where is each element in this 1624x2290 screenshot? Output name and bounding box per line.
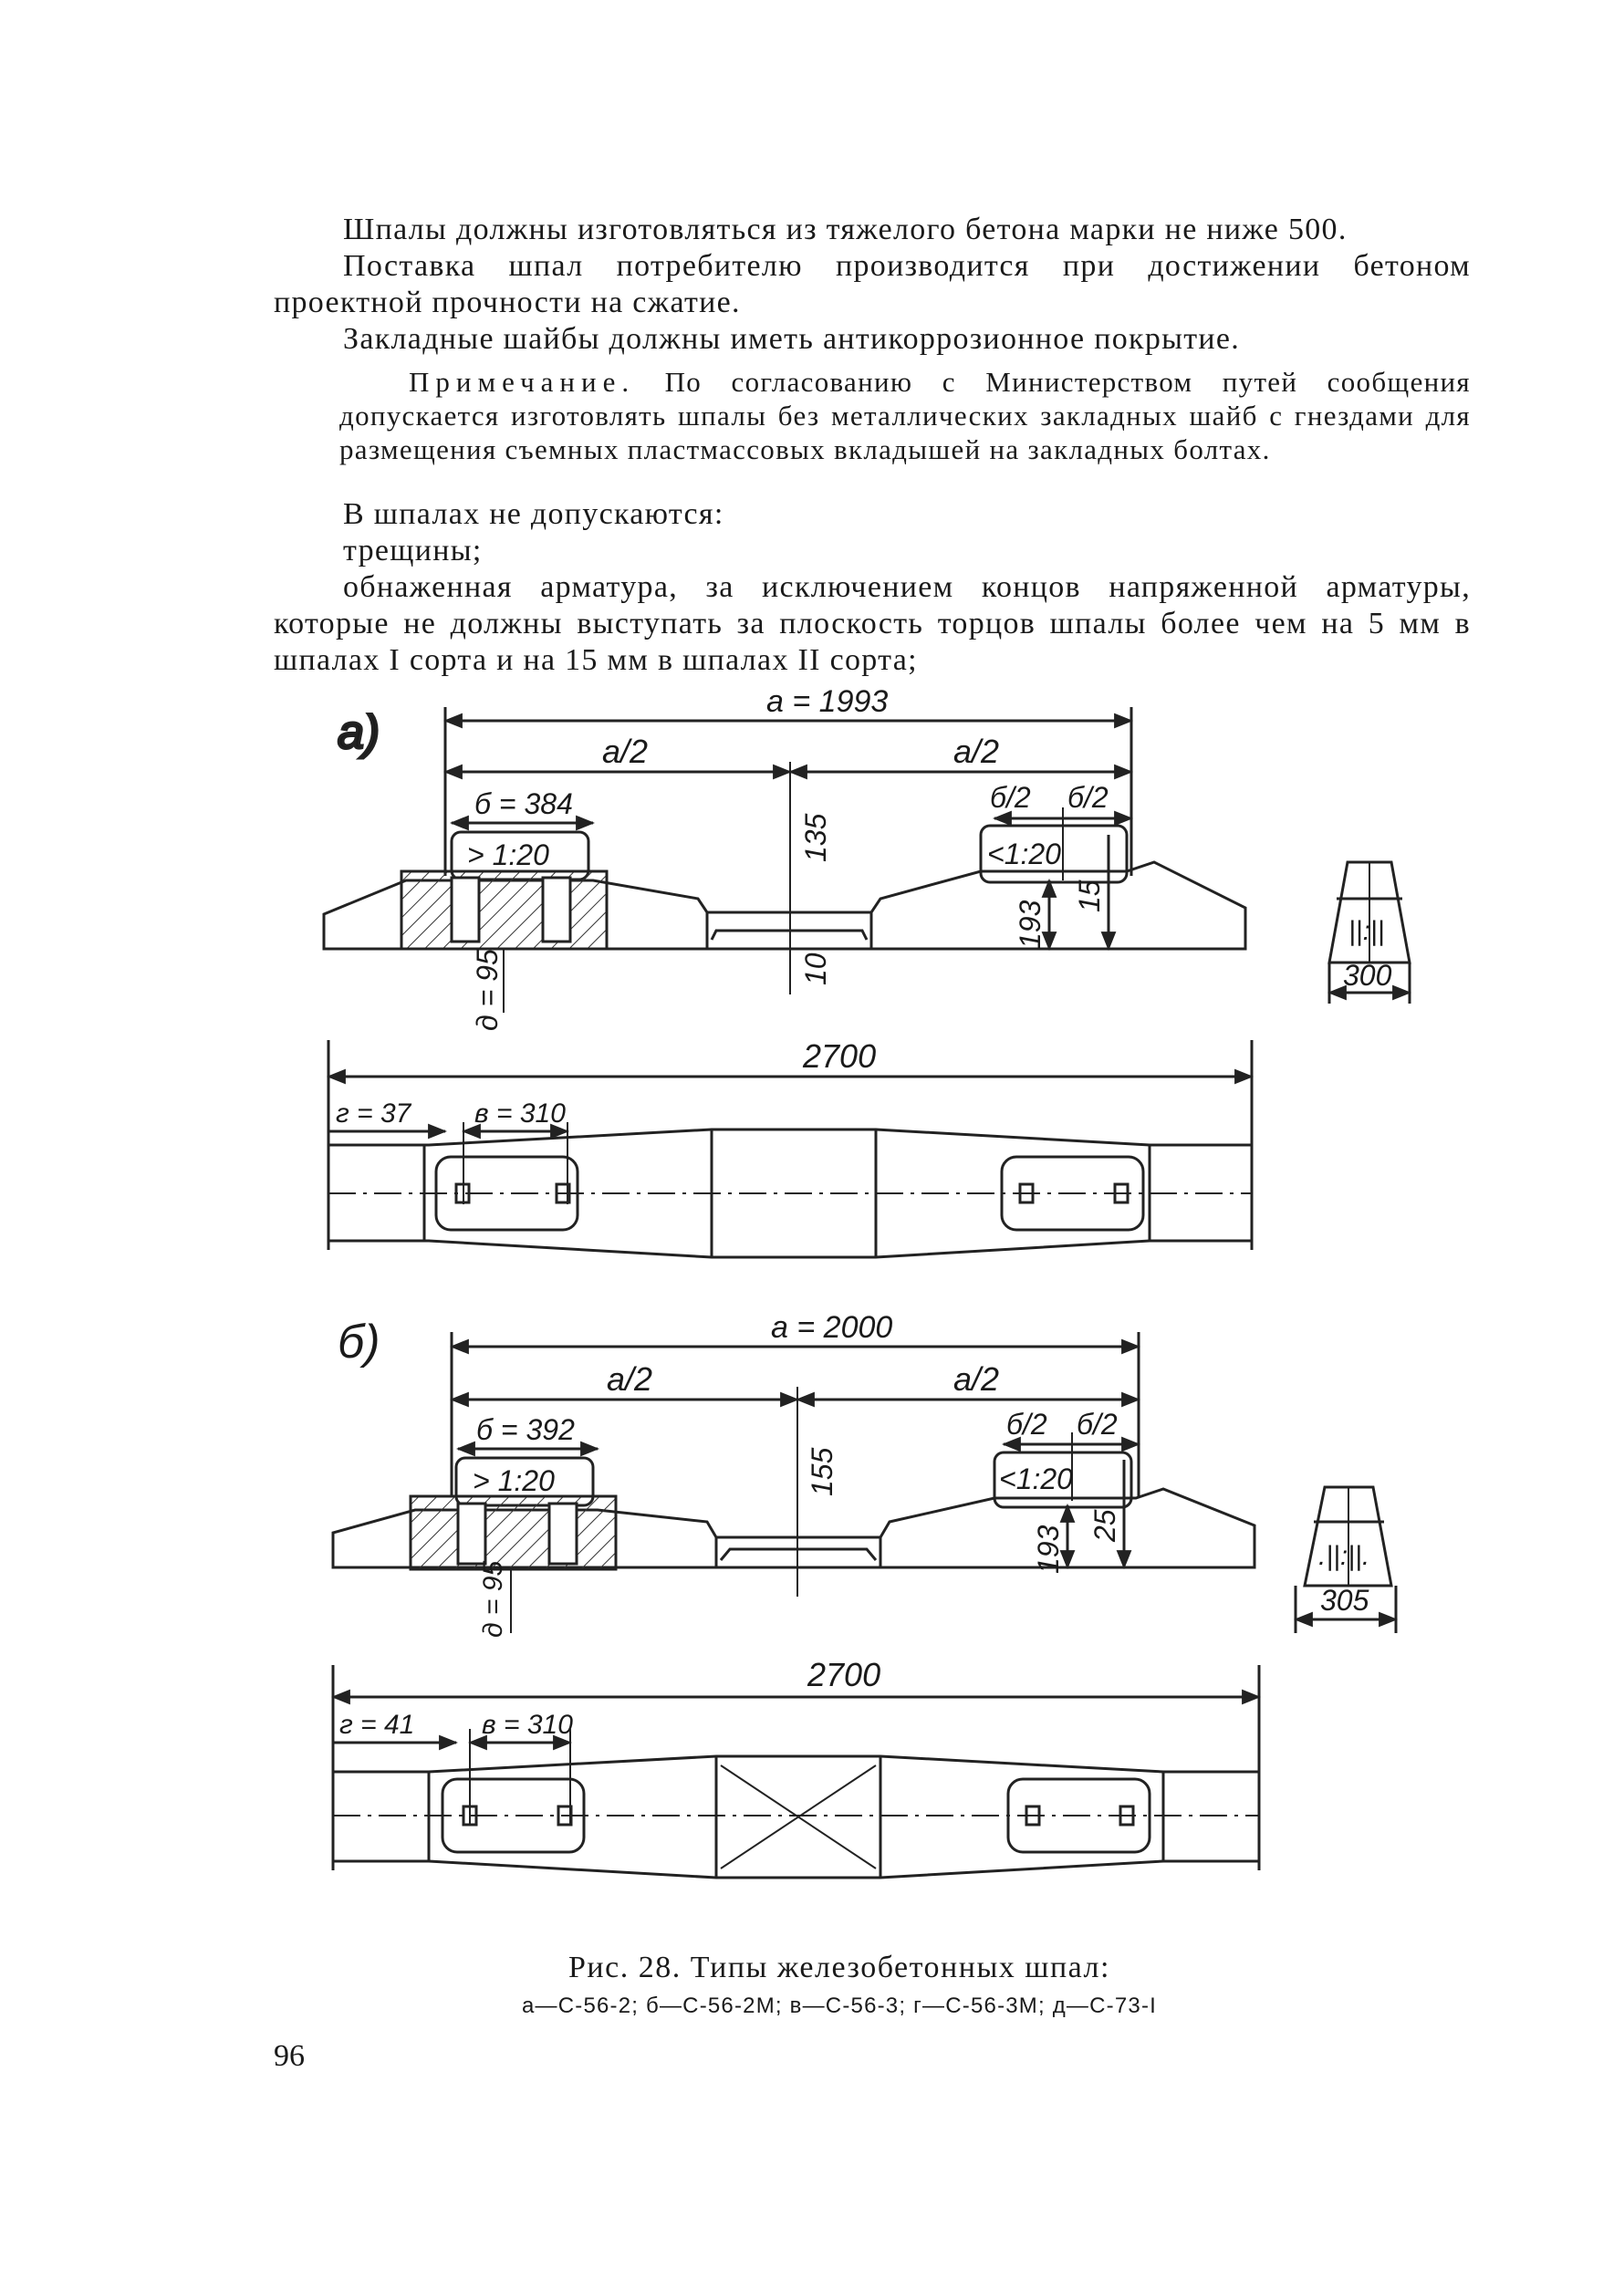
figure-a-h10: 10 [799,952,832,985]
figure-a-dim-v: в = 310 [474,1098,566,1129]
figure-a-cross-section: ||:|| 300 [1327,860,1412,1004]
figure-a-h15: 15 [1073,880,1106,912]
figure-a-d95: д = 95 [471,949,504,1031]
figure-b-width: 305 [1320,1584,1369,1617]
figure-b-slope-right: <1:20 [999,1462,1073,1495]
figure-a-plan-view: 2700 г = 37 в = 310 [326,1037,1254,1259]
figure-b-half-left: а/2 [607,1360,652,1398]
figure-b-half-b-left: б/2 [1006,1408,1047,1441]
note-text: По согласованию с Министерством путей со… [339,366,1471,465]
figure-b-plan-view: 2700 г = 41 в = 310 [330,1656,1262,1879]
figure-caption-title: Рис. 28. Типы железобетонных шпал: [568,1951,1110,1984]
paragraph-concrete-grade: Шпалы должны изготовляться из тяжелого б… [343,213,1348,246]
figure-b-slope-left: > 1:20 [473,1464,555,1497]
figure-b-half-b-right: б/2 [1077,1408,1118,1441]
figure-a-length: 2700 [802,1037,876,1075]
paragraph-cracks: трещины; [343,534,483,567]
figure-a-half-b-left: б/2 [990,781,1031,814]
figure-b-h193: 193 [1032,1525,1065,1574]
figure-a-letter: а) [338,706,380,759]
figure-b-half-right: а/2 [953,1360,999,1398]
note-label: Примечание. [409,366,636,398]
figure-b-dim-a: а = 2000 [771,1310,892,1345]
figure-a-slope-left: > 1:20 [467,838,549,871]
figure-b-length: 2700 [807,1656,880,1693]
svg-text:||:||: ||:|| [1348,916,1385,946]
figure-b-h155: 155 [806,1447,838,1496]
paragraph-washers: Закладные шайбы должны иметь антикоррози… [343,322,1241,356]
figure-a-dim-g: г = 37 [336,1098,412,1129]
figure-a-h135: 135 [799,813,832,862]
figure-b-cross-section: .||:||. 305 [1293,1485,1399,1633]
figure-a-width: 300 [1343,959,1392,992]
figure-a-half-b-right: б/2 [1067,781,1109,814]
figure-a-half-right: а/2 [953,733,999,770]
svg-text:.||:||.: .||:||. [1318,1541,1369,1571]
figure-a-half-left: а/2 [602,733,648,770]
figure-b-d95: д = 95 [478,1561,508,1638]
page-number: 96 [274,2039,305,2073]
figure-a-dim-a: а = 1993 [766,684,888,719]
figure-b-h25: 25 [1088,1509,1121,1543]
paragraph-defects-intro: В шпалах не допускаются: [343,497,724,531]
figure-a-dim-b: б = 384 [474,787,573,820]
paragraph-exposed-rebar: обнаженная арматура, за исключением конц… [274,570,1471,677]
figure-b-dim-g: г = 41 [339,1710,414,1740]
figure-a-side-view: а) а = 1993 а/2 а/2 б = 384 > 1:20 б/2 б… [322,684,1247,1031]
figure-caption-legend: а—С-56-2; б—С-56-2М; в—С-56-3; г—С-56-3М… [521,1993,1158,2018]
figure-b-side-view: б) а = 2000 а/2 а/2 б = 392 > 1:20 б/2 б… [331,1310,1256,1638]
figure-b-letter: б) [338,1316,380,1369]
note-block: Примечание. По согласованию с Министерст… [339,365,1471,466]
figure-b-dim-b: б = 392 [476,1413,575,1446]
figure-a-h193: 193 [1014,900,1046,949]
figure-a-slope-right: <1:20 [987,838,1061,870]
paragraph-delivery: Поставка шпал потребителю производится п… [274,249,1471,319]
figure-b-dim-v: в = 310 [482,1710,573,1740]
